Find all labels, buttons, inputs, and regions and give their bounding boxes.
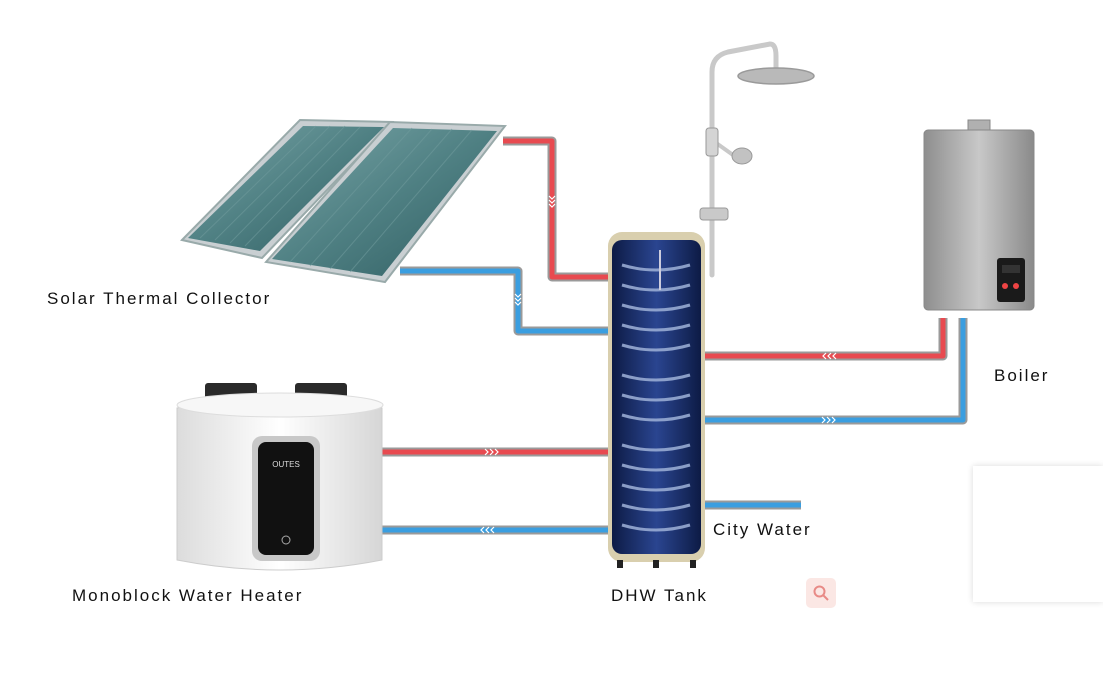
search-icon <box>813 585 829 601</box>
boiler-label: Boiler <box>994 366 1050 385</box>
city-water-label: City Water <box>713 520 812 539</box>
tank-label: DHW Tank <box>611 586 708 605</box>
heater-label: Monoblock Water Heater <box>72 586 304 605</box>
dhw-tank <box>608 232 705 568</box>
monoblock-heater: OUTES <box>176 383 384 571</box>
solar-collector-label: Solar Thermal Collector <box>47 289 272 308</box>
boiler <box>923 119 1035 311</box>
boiler-cold-pipe <box>705 318 968 425</box>
solar-hot-pipe <box>503 136 612 282</box>
heater-brand: OUTES <box>272 460 300 469</box>
shower-icon <box>699 41 815 278</box>
flow-arrow-icon <box>480 195 837 534</box>
boiler-hot-pipe <box>705 318 948 361</box>
side-panel <box>973 466 1103 602</box>
zoom-button[interactable] <box>806 578 836 608</box>
solar-collector <box>180 118 507 284</box>
